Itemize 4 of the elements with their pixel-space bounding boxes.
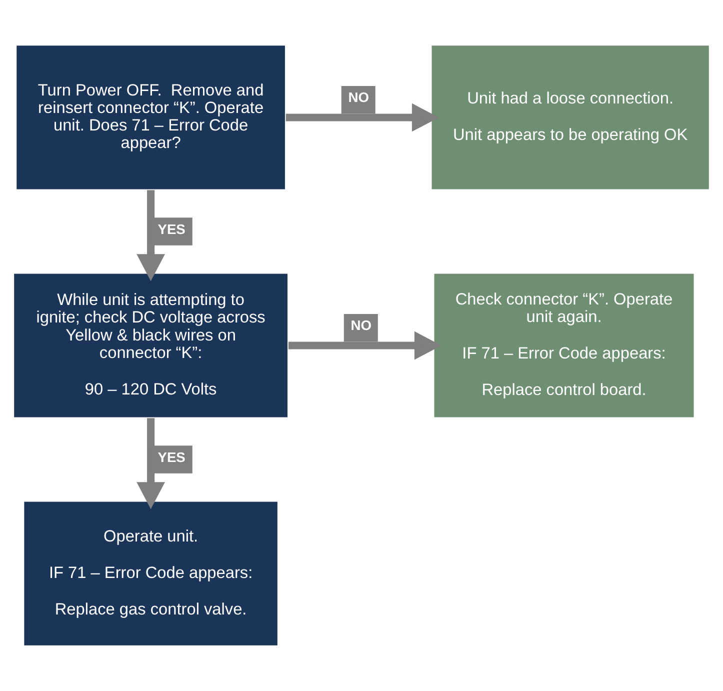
edge-label: YES xyxy=(158,448,186,465)
edge-label: NO xyxy=(348,89,370,106)
edge-label: NO xyxy=(350,317,372,334)
edge-label: YES xyxy=(158,220,186,237)
